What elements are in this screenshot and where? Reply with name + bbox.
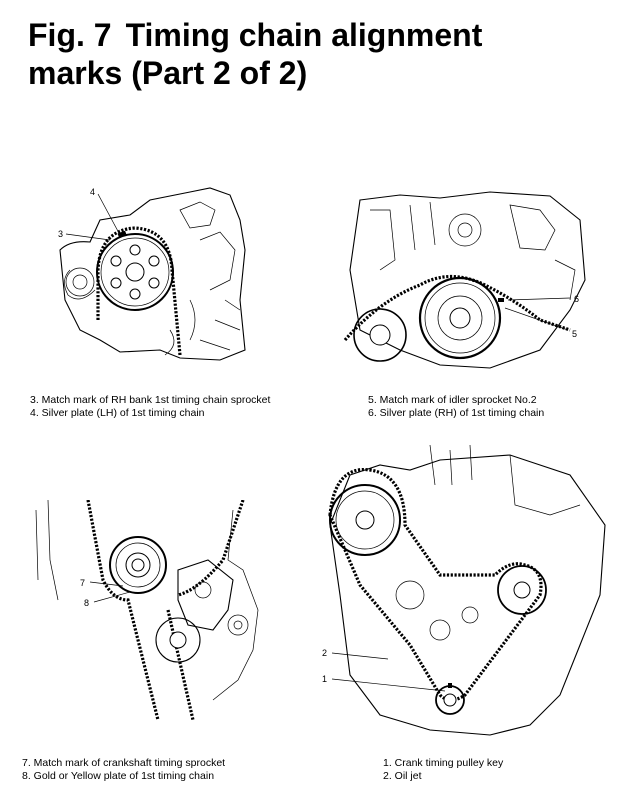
rh-bank-engine-drawing: 4 3 (58, 187, 246, 361)
callout-5: 5 (572, 329, 577, 339)
callout-1: 1 (322, 674, 327, 684)
caption-2: 2. Oil jet (383, 770, 422, 782)
caption-4: 4. Silver plate (LH) of 1st timing chain (30, 407, 205, 419)
diagram-idler-sprocket: 6 5 (340, 190, 600, 380)
caption-panel-2: 5. Match mark of idler sprocket No.2 6. … (368, 394, 544, 420)
caption-7: 7. Match mark of crankshaft timing sproc… (22, 757, 226, 769)
figure-number: Fig. 7 (28, 17, 112, 53)
caption-5: 5. Match mark of idler sprocket No.2 (368, 394, 537, 406)
callout-3: 3 (58, 229, 63, 239)
crankshaft-engine-drawing: 7 8 (35, 500, 259, 721)
caption-1: 1. Crank timing pulley key (383, 757, 504, 769)
callout-7: 7 (80, 578, 85, 588)
diagram-rh-bank-sprocket: 4 3 (40, 180, 300, 370)
caption-8: 8. Gold or Yellow plate of 1st timing ch… (22, 770, 215, 782)
callout-6: 6 (574, 294, 579, 304)
diagram-crank-pulley-key: 2 1 (310, 445, 610, 745)
figure-title-line2: marks (Part 2 of 2) (28, 55, 308, 91)
figure-title-line1: Timing chain alignment (125, 17, 483, 53)
diagram-crankshaft-sprocket: 7 8 (28, 500, 288, 730)
caption-6: 6. Silver plate (RH) of 1st timing chain (368, 407, 545, 419)
callout-4: 4 (90, 187, 95, 197)
callout-2: 2 (322, 648, 327, 658)
figure-title: Fig. 7 Timing chain alignment marks (Part… (28, 16, 628, 92)
caption-panel-1: 3. Match mark of RH bank 1st timing chai… (30, 394, 270, 420)
idler-engine-drawing: 6 5 (343, 191, 586, 369)
crank-pulley-engine-drawing: 2 1 (322, 445, 606, 736)
caption-3: 3. Match mark of RH bank 1st timing chai… (30, 394, 271, 406)
callout-8: 8 (84, 598, 89, 608)
caption-panel-3: 7. Match mark of crankshaft timing sproc… (22, 757, 225, 783)
caption-panel-4: 1. Crank timing pulley key 2. Oil jet (383, 757, 503, 783)
